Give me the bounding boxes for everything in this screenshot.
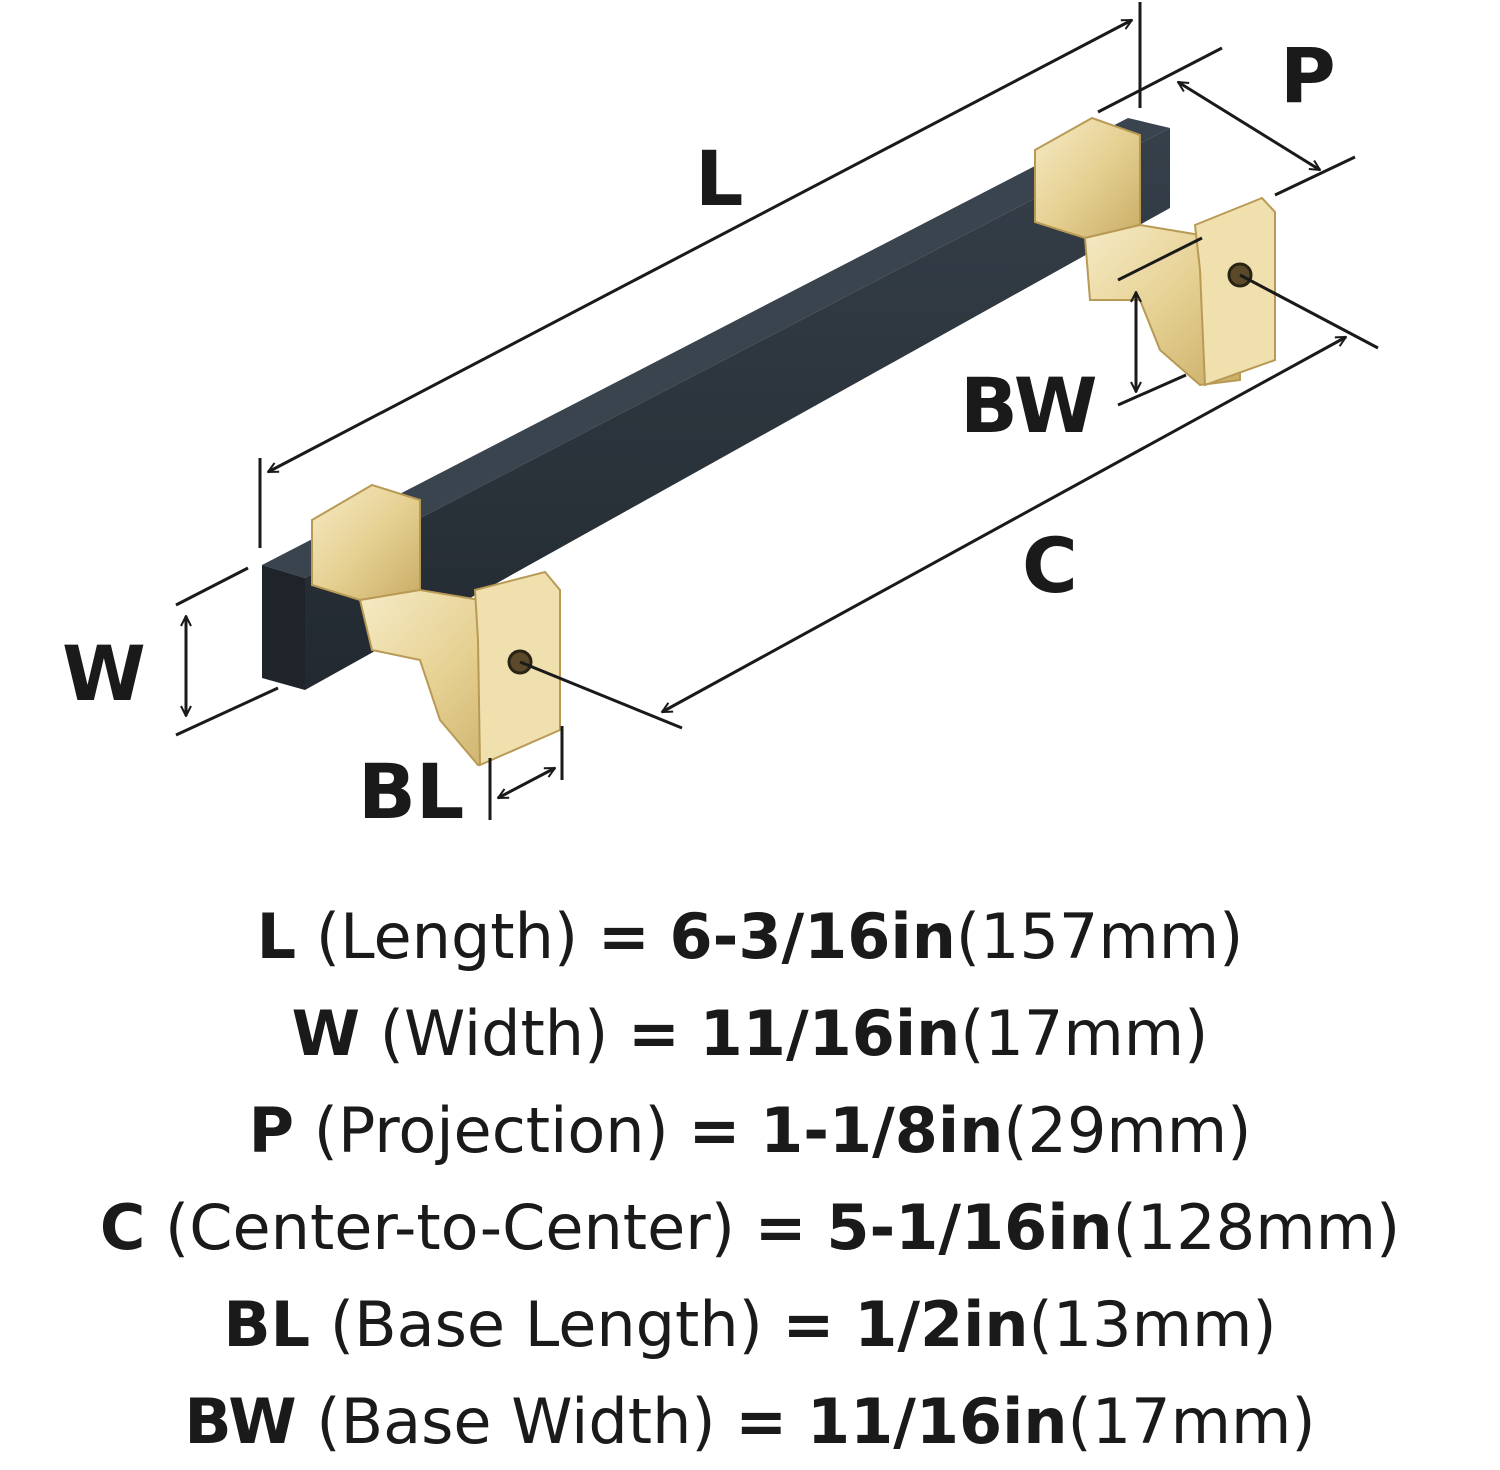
spec-line-projection: P (Projection) = 1-1/8in(29mm) <box>0 1082 1500 1179</box>
spec-inch: 6-3/16in <box>669 900 956 973</box>
base-width-extension-top <box>1117 236 1203 282</box>
projection-extension-top <box>1097 46 1223 114</box>
center-extension-right <box>1239 273 1379 350</box>
spec-inch: 11/16in <box>806 1385 1068 1458</box>
spec-mm: (17mm) <box>960 997 1209 1070</box>
width-extension-top <box>175 566 249 607</box>
spec-mm: (13mm) <box>1028 1288 1277 1361</box>
spec-inch: 1-1/8in <box>760 1094 1004 1167</box>
label-BW: BW <box>960 361 1098 450</box>
spec-key: P <box>248 1094 295 1167</box>
spec-key: BW <box>184 1385 297 1458</box>
length-arrow <box>268 18 1132 474</box>
dimension-lines <box>175 2 1379 820</box>
spec-equals: = <box>628 997 680 1070</box>
spec-key: L <box>256 900 297 973</box>
spec-line-base-length: BL (Base Length) = 1/2in(13mm) <box>0 1276 1500 1373</box>
spec-name: (Center-to-Center) <box>165 1191 735 1264</box>
spec-line-width: W (Width) = 11/16in(17mm) <box>0 985 1500 1082</box>
label-BL: BL <box>358 747 464 836</box>
spec-equals: = <box>688 1094 741 1167</box>
left-base-post <box>311 483 561 767</box>
spec-key: C <box>99 1191 146 1264</box>
spec-mm: (128mm) <box>1112 1191 1401 1264</box>
projection-extension-bottom <box>1274 155 1356 197</box>
center-extension-left <box>519 660 683 730</box>
spec-line-base-width: BW (Base Width) = 11/16in(17mm) <box>0 1373 1500 1470</box>
label-W: W <box>62 629 146 718</box>
base-width-extension-bottom <box>1117 373 1187 407</box>
spec-line-center-to-center: C (Center-to-Center) = 5-1/16in(128mm) <box>0 1179 1500 1276</box>
dimension-spec-list: L (Length) = 6-3/16in(157mm) W (Width) =… <box>0 888 1500 1470</box>
label-P: P <box>1280 31 1336 120</box>
spec-equals: = <box>735 1385 788 1458</box>
center-arrow <box>662 335 1346 714</box>
width-extension-bottom <box>175 686 279 737</box>
spec-name: (Base Width) <box>316 1385 716 1458</box>
spec-mm: (17mm) <box>1067 1385 1316 1458</box>
projection-arrow <box>1178 80 1320 172</box>
spec-name: (Length) <box>315 900 579 973</box>
spec-inch: 1/2in <box>854 1288 1029 1361</box>
spec-mm: (157mm) <box>955 900 1244 973</box>
spec-inch: 5-1/16in <box>826 1191 1113 1264</box>
label-L: L <box>695 134 743 223</box>
right-base-plate <box>1193 196 1276 387</box>
base-length-arrow <box>498 766 555 800</box>
spec-mm: (29mm) <box>1003 1094 1252 1167</box>
handle-dimension-diagram: L P BW C W BL <box>62 2 1379 836</box>
spec-name: (Projection) <box>313 1094 669 1167</box>
spec-equals: = <box>754 1191 807 1264</box>
spec-equals: = <box>782 1288 835 1361</box>
spec-name: (Base Length) <box>329 1288 763 1361</box>
spec-inch: 11/16in <box>699 997 961 1070</box>
spec-key: BL <box>223 1288 311 1361</box>
spec-name: (Width) <box>379 997 609 1070</box>
cabinet-pull-handle <box>262 116 1276 767</box>
spec-key: W <box>291 997 361 1070</box>
label-C: C <box>1022 521 1078 610</box>
bar-end-face <box>262 565 305 690</box>
spec-line-length: L (Length) = 6-3/16in(157mm) <box>0 888 1500 985</box>
spec-equals: = <box>597 900 650 973</box>
